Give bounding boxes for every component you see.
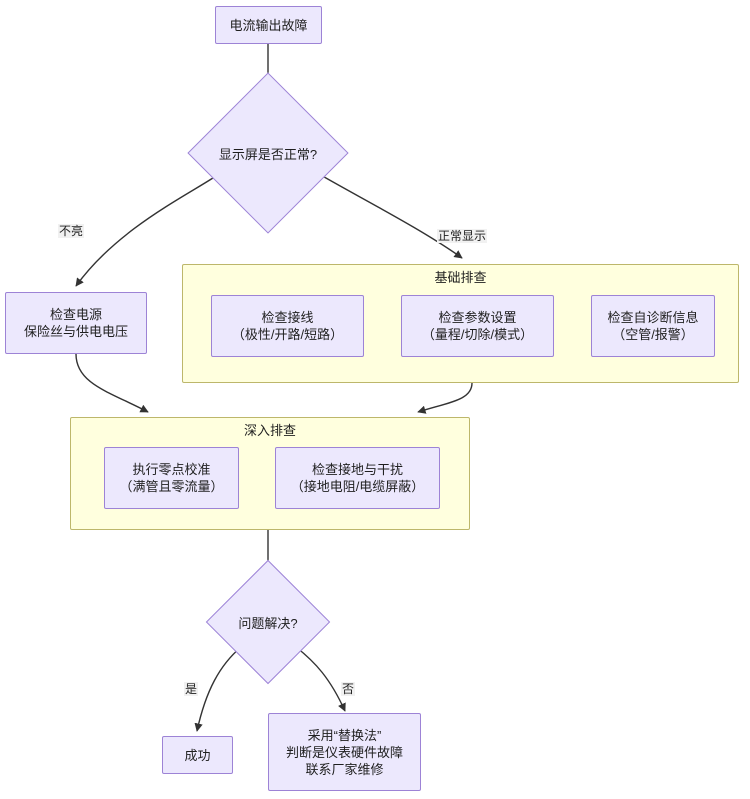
node-success[interactable]: 成功: [162, 736, 233, 774]
node-wiring-check-line1: 检查接线: [261, 310, 314, 325]
node-selfdiag-check-line2: （空管/报警）: [612, 327, 694, 342]
node-display-check[interactable]: 显示屏是否正常?: [187, 72, 349, 234]
node-power-check[interactable]: 检查电源 保险丝与供电电压: [5, 292, 147, 354]
node-zero-calibration[interactable]: 执行零点校准 （满管且零流量）: [104, 447, 239, 509]
node-replace-method-line1: 采用“替换法”: [307, 727, 382, 743]
node-resolved-check-label: 问题解决?: [238, 615, 298, 631]
cluster-deep-label: 深入排查: [243, 423, 296, 438]
node-selfdiag-check[interactable]: 检查自诊断信息 （空管/报警）: [591, 295, 715, 357]
node-param-check-line1: 检查参数设置: [438, 310, 517, 325]
node-zero-calibration-line2: （满管且零流量）: [119, 479, 224, 494]
node-ground-check-line1: 检查接地与干扰: [311, 462, 403, 477]
node-selfdiag-check-line1: 检查自诊断信息: [607, 310, 699, 325]
edge-basic-to-deep: [417, 382, 473, 414]
node-start-line1: 电流输出故障: [229, 17, 308, 33]
node-wiring-check-line2: （极性/开路/短路）: [231, 327, 344, 342]
edge-display-to-basic: [311, 169, 463, 259]
node-wiring-check[interactable]: 检查接线 （极性/开路/短路）: [211, 295, 364, 357]
edge-label-no: 否: [341, 682, 356, 696]
node-resolved-check[interactable]: 问题解决?: [205, 559, 331, 685]
node-zero-calibration-line1: 执行零点校准: [132, 462, 211, 477]
edge-power-to-deep: [75, 353, 149, 413]
node-power-check-line2: 保险丝与供电电压: [23, 324, 128, 339]
cluster-basic-label: 基础排查: [434, 270, 487, 285]
node-power-check-line1: 检查电源: [49, 307, 102, 322]
node-ground-check[interactable]: 检查接地与干扰 （接地电阻/电缆屏蔽）: [275, 447, 440, 509]
node-start[interactable]: 电流输出故障: [215, 6, 322, 44]
edge-label-dark: 不亮: [58, 224, 85, 238]
node-success-line1: 成功: [184, 747, 211, 763]
node-replace-method-line3: 联系厂家维修: [305, 761, 384, 777]
node-param-check-line2: （量程/切除/模式）: [421, 327, 534, 342]
node-replace-method-line2: 判断是仪表硬件故障: [285, 744, 403, 760]
node-display-check-label: 显示屏是否正常?: [218, 146, 318, 162]
node-param-check[interactable]: 检查参数设置 （量程/切除/模式）: [401, 295, 554, 357]
edge-label-normal-display: 正常显示: [437, 229, 488, 243]
node-ground-check-line2: （接地电阻/电缆屏蔽）: [290, 479, 425, 494]
node-replace-method[interactable]: 采用“替换法” 判断是仪表硬件故障 联系厂家维修: [268, 713, 421, 791]
edge-label-yes: 是: [184, 682, 199, 696]
